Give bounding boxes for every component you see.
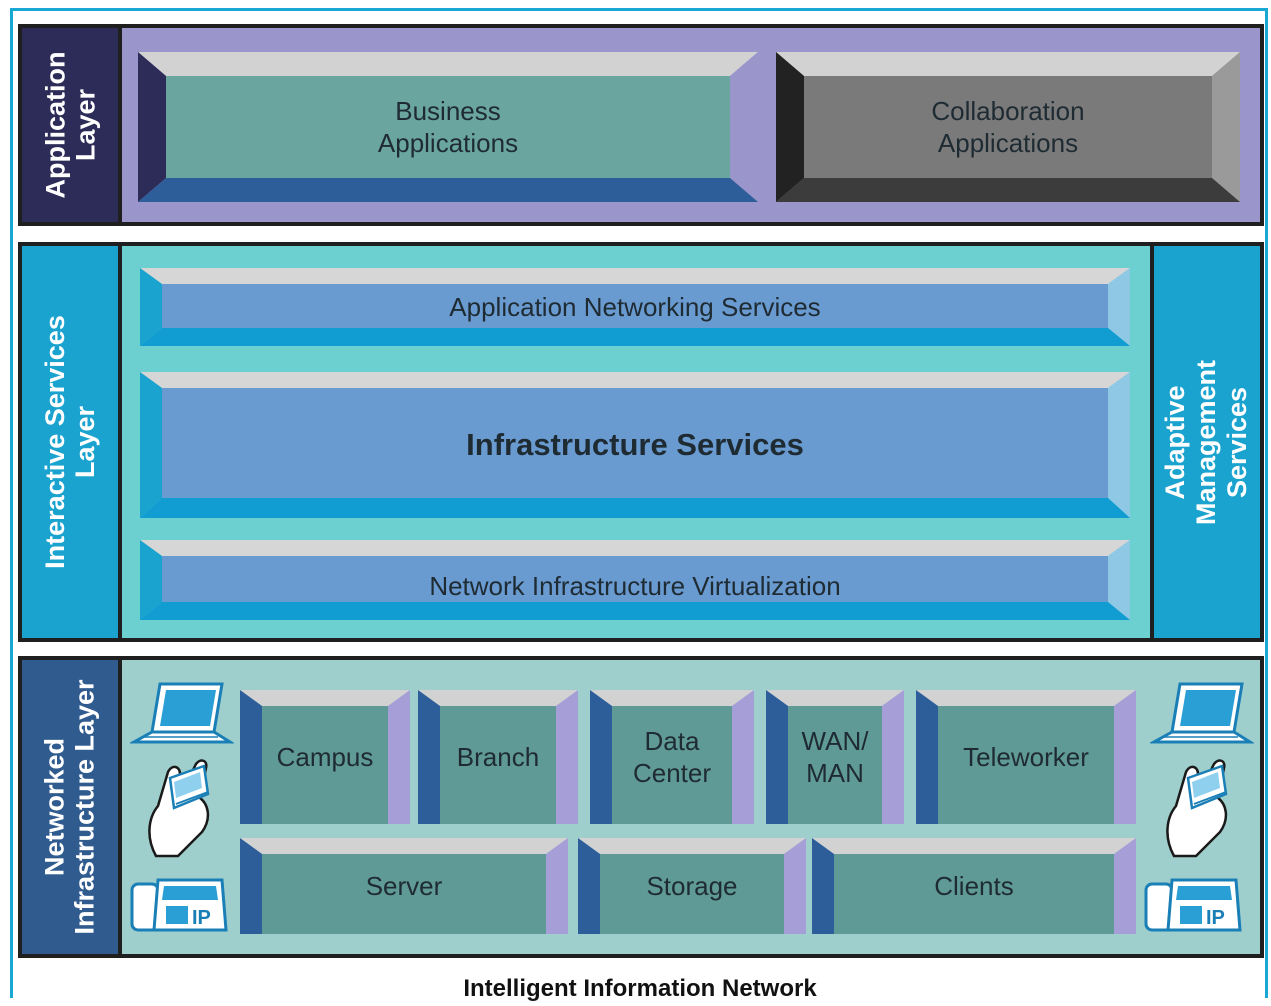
networked-infrastructure-label: Networked Infrastructure Layer	[40, 679, 100, 935]
data-center-block: Data Center	[590, 690, 754, 824]
teleworker-label: Teleworker	[963, 742, 1089, 772]
branch-label: Branch	[456, 742, 540, 772]
clients-label: Clients	[934, 871, 1014, 901]
application-networking-services-block: Application Networking Services	[140, 268, 1130, 346]
network-infrastructure-virtualization-block: Network Infrastructure Virtualization	[140, 540, 1130, 620]
adaptive-management-side: Adaptive Management Services	[1150, 246, 1260, 638]
campus-label: Campus	[276, 742, 374, 772]
interactive-services-label: Interactive Services Layer	[40, 315, 101, 569]
collaboration-applications-label: Collaboration Applications	[931, 96, 1085, 158]
pda-icon	[1166, 759, 1228, 858]
ip-phone-icon: IP	[130, 878, 228, 932]
laptop-icon	[130, 682, 234, 744]
networked-infrastructure-side: Networked Infrastructure Layer	[22, 660, 122, 954]
wan-man-block: WAN/ MAN	[766, 690, 904, 824]
server-label: Server	[365, 871, 443, 901]
diagram-frame	[10, 8, 1268, 998]
collaboration-applications-block: Collaboration Applications	[776, 52, 1240, 202]
intelligent-information-network-title: Intelligent Information Network	[420, 972, 860, 1002]
business-applications-block: Business Applications	[138, 52, 758, 202]
adaptive-management-label: Adaptive Management Services	[1160, 359, 1253, 525]
pda-icon	[148, 759, 210, 858]
teleworker-block: Teleworker	[916, 690, 1136, 824]
laptop-icon	[1150, 682, 1254, 744]
application-layer: Application Layer Business Applications …	[18, 24, 1264, 226]
application-layer-label: Application Layer	[40, 51, 100, 199]
interactive-services-side: Interactive Services Layer	[22, 246, 122, 638]
clients-block: Clients	[812, 838, 1136, 934]
wan-man-label: WAN/ MAN	[801, 726, 869, 788]
data-center-label: Data Center	[632, 726, 712, 788]
infrastructure-services-label: Infrastructure Services	[466, 427, 804, 462]
application-networking-services-label: Application Networking Services	[449, 292, 821, 322]
svg-text:IP: IP	[1206, 907, 1225, 929]
infrastructure-services-block: Infrastructure Services	[140, 372, 1130, 518]
branch-block: Branch	[418, 690, 578, 824]
svg-text:IP: IP	[192, 907, 211, 929]
networked-infrastructure-layer: Networked Infrastructure Layer Campus Br…	[18, 656, 1264, 958]
campus-block: Campus	[240, 690, 410, 824]
interactive-services-layer: Interactive Services Layer Adaptive Mana…	[18, 242, 1264, 642]
business-applications-label: Business Applications	[377, 96, 519, 158]
application-layer-side: Application Layer	[22, 28, 122, 222]
ip-phone-icon: IP	[1144, 878, 1242, 932]
storage-block: Storage	[578, 838, 806, 934]
storage-label: Storage	[646, 871, 738, 901]
server-block: Server	[240, 838, 568, 934]
network-infrastructure-virtualization-label: Network Infrastructure Virtualization	[429, 571, 841, 601]
